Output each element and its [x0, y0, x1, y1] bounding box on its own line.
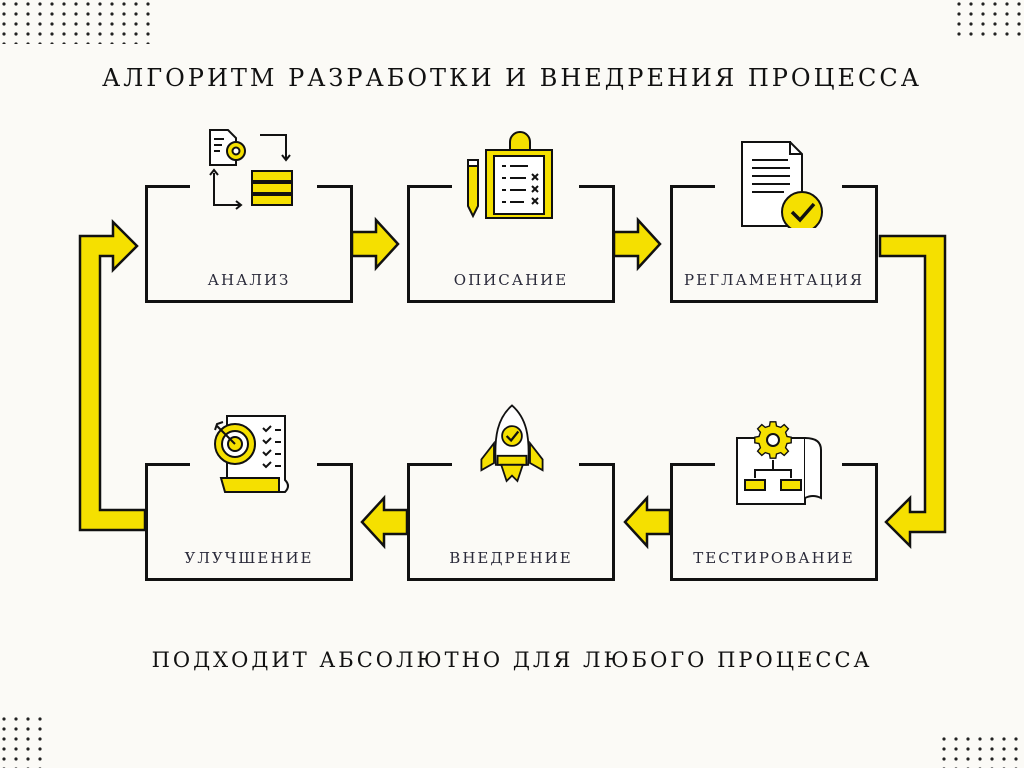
step-label-description: ОПИСАНИЕ [453, 271, 569, 289]
dot-grid-top-left [0, 0, 150, 44]
step-label-improvement: УЛУЧШЕНИЕ [184, 549, 314, 567]
dot-grid-bottom-left [0, 715, 50, 768]
step-box-implementation: ВНЕДРЕНИЕ [407, 463, 615, 581]
step-label-regulation: РЕГЛАМЕНТАЦИЯ [684, 271, 864, 289]
step-label-testing: ТЕСТИРОВАНИЕ [693, 549, 855, 567]
diagram-footer: ПОДХОДИТ АБСОЛЮТНО ДЛЯ ЛЮБОГО ПРОЦЕССА [151, 648, 873, 672]
dot-grid-bottom-right [940, 735, 1024, 768]
diagram-title: АЛГОРИТМ РАЗРАБОТКИ И ВНЕДРЕНИЯ ПРОЦЕССА [102, 64, 922, 92]
step-box-analysis: АНАЛИЗ [145, 185, 353, 303]
step-label-analysis: АНАЛИЗ [207, 271, 291, 289]
arrow-description-to-regulation [612, 216, 662, 272]
step-box-regulation: РЕГЛАМЕНТАЦИЯ [670, 185, 878, 303]
document-approved-icon [741, 141, 823, 228]
clipboard-checklist-icon [467, 131, 553, 219]
dot-grid-top-right [955, 0, 1024, 36]
target-checklist-icon [214, 415, 289, 493]
gear-blueprint-icon [736, 421, 822, 505]
step-box-improvement: УЛУЧШЕНИЕ [145, 463, 353, 581]
arrow-testing-to-implementation [623, 494, 672, 550]
arrow-analysis-to-description [350, 216, 400, 272]
rocket-icon [480, 404, 544, 483]
arrow-regulation-to-testing [878, 234, 947, 550]
step-box-description: ОПИСАНИЕ [407, 185, 615, 303]
step-box-testing: ТЕСТИРОВАНИЕ [670, 463, 878, 581]
arrow-improvement-to-analysis [78, 218, 147, 532]
analysis-gear-flow-icon [209, 129, 293, 210]
arrow-implementation-to-improvement [360, 494, 409, 550]
step-label-implementation: ВНЕДРЕНИЕ [449, 549, 573, 567]
